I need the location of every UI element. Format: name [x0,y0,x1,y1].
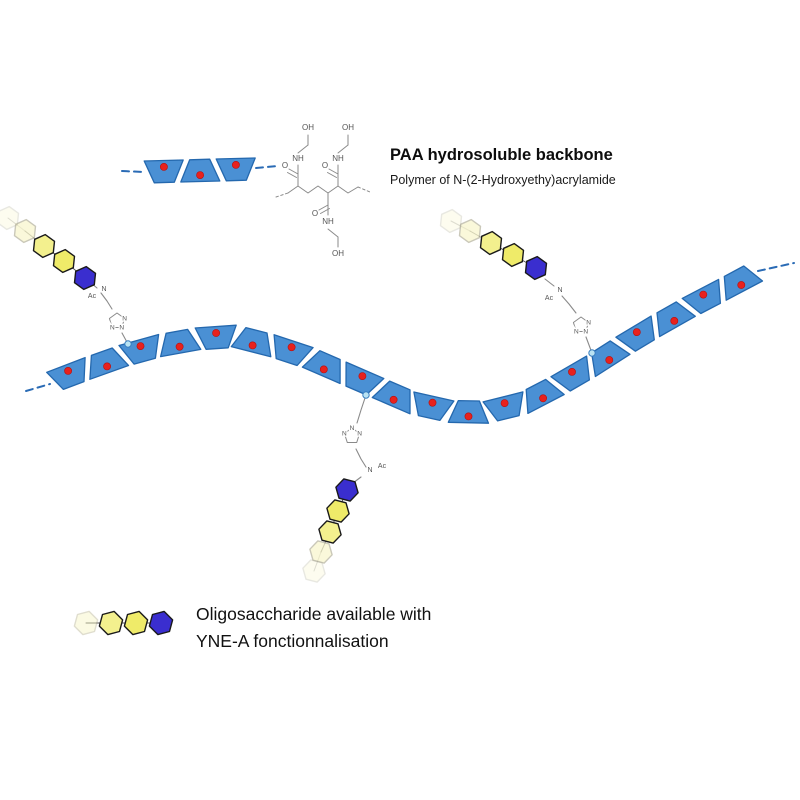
backbone-subtitle: Polymer of N-(2-Hydroxyethy)acrylamide [390,173,616,187]
svg-text:NH: NH [322,217,334,226]
backbone-mini-chain [121,157,279,184]
svg-text:N: N [586,320,591,327]
svg-text:N: N [357,431,362,438]
legend-caption-line2: YNE-A fonctionnalisation [196,631,389,651]
svg-text:OH: OH [342,123,354,132]
svg-text:N: N [101,286,106,293]
svg-text:N: N [557,287,562,294]
svg-text:N: N [110,325,115,332]
svg-text:N: N [122,316,127,323]
svg-text:OH: OH [332,249,344,258]
legend-oligosaccharide [73,610,174,636]
svg-text:N: N [574,329,579,336]
svg-text:O: O [282,161,288,170]
chem-structure: O NH OH O NH OH O NH OH [275,122,371,259]
svg-text:N: N [583,329,588,336]
svg-text:O: O [312,209,318,218]
svg-text:NH: NH [292,154,304,163]
legend-caption: Oligosaccharide available with YNE-A fon… [196,601,431,655]
svg-text:N: N [367,467,372,474]
main-polymer-chain [25,262,795,424]
svg-text:N: N [342,431,347,438]
svg-text:N: N [119,325,124,332]
legend-caption-line1: Oligosaccharide available with [196,604,432,624]
svg-text:O: O [322,161,328,170]
svg-text:Ac: Ac [378,463,387,470]
backbone-title: PAA hydrosoluble backbone [390,146,613,164]
svg-text:Ac: Ac [88,293,97,300]
svg-text:OH: OH [302,123,314,132]
svg-text:NH: NH [332,154,344,163]
svg-text:Ac: Ac [545,295,554,302]
svg-text:N: N [350,425,355,432]
